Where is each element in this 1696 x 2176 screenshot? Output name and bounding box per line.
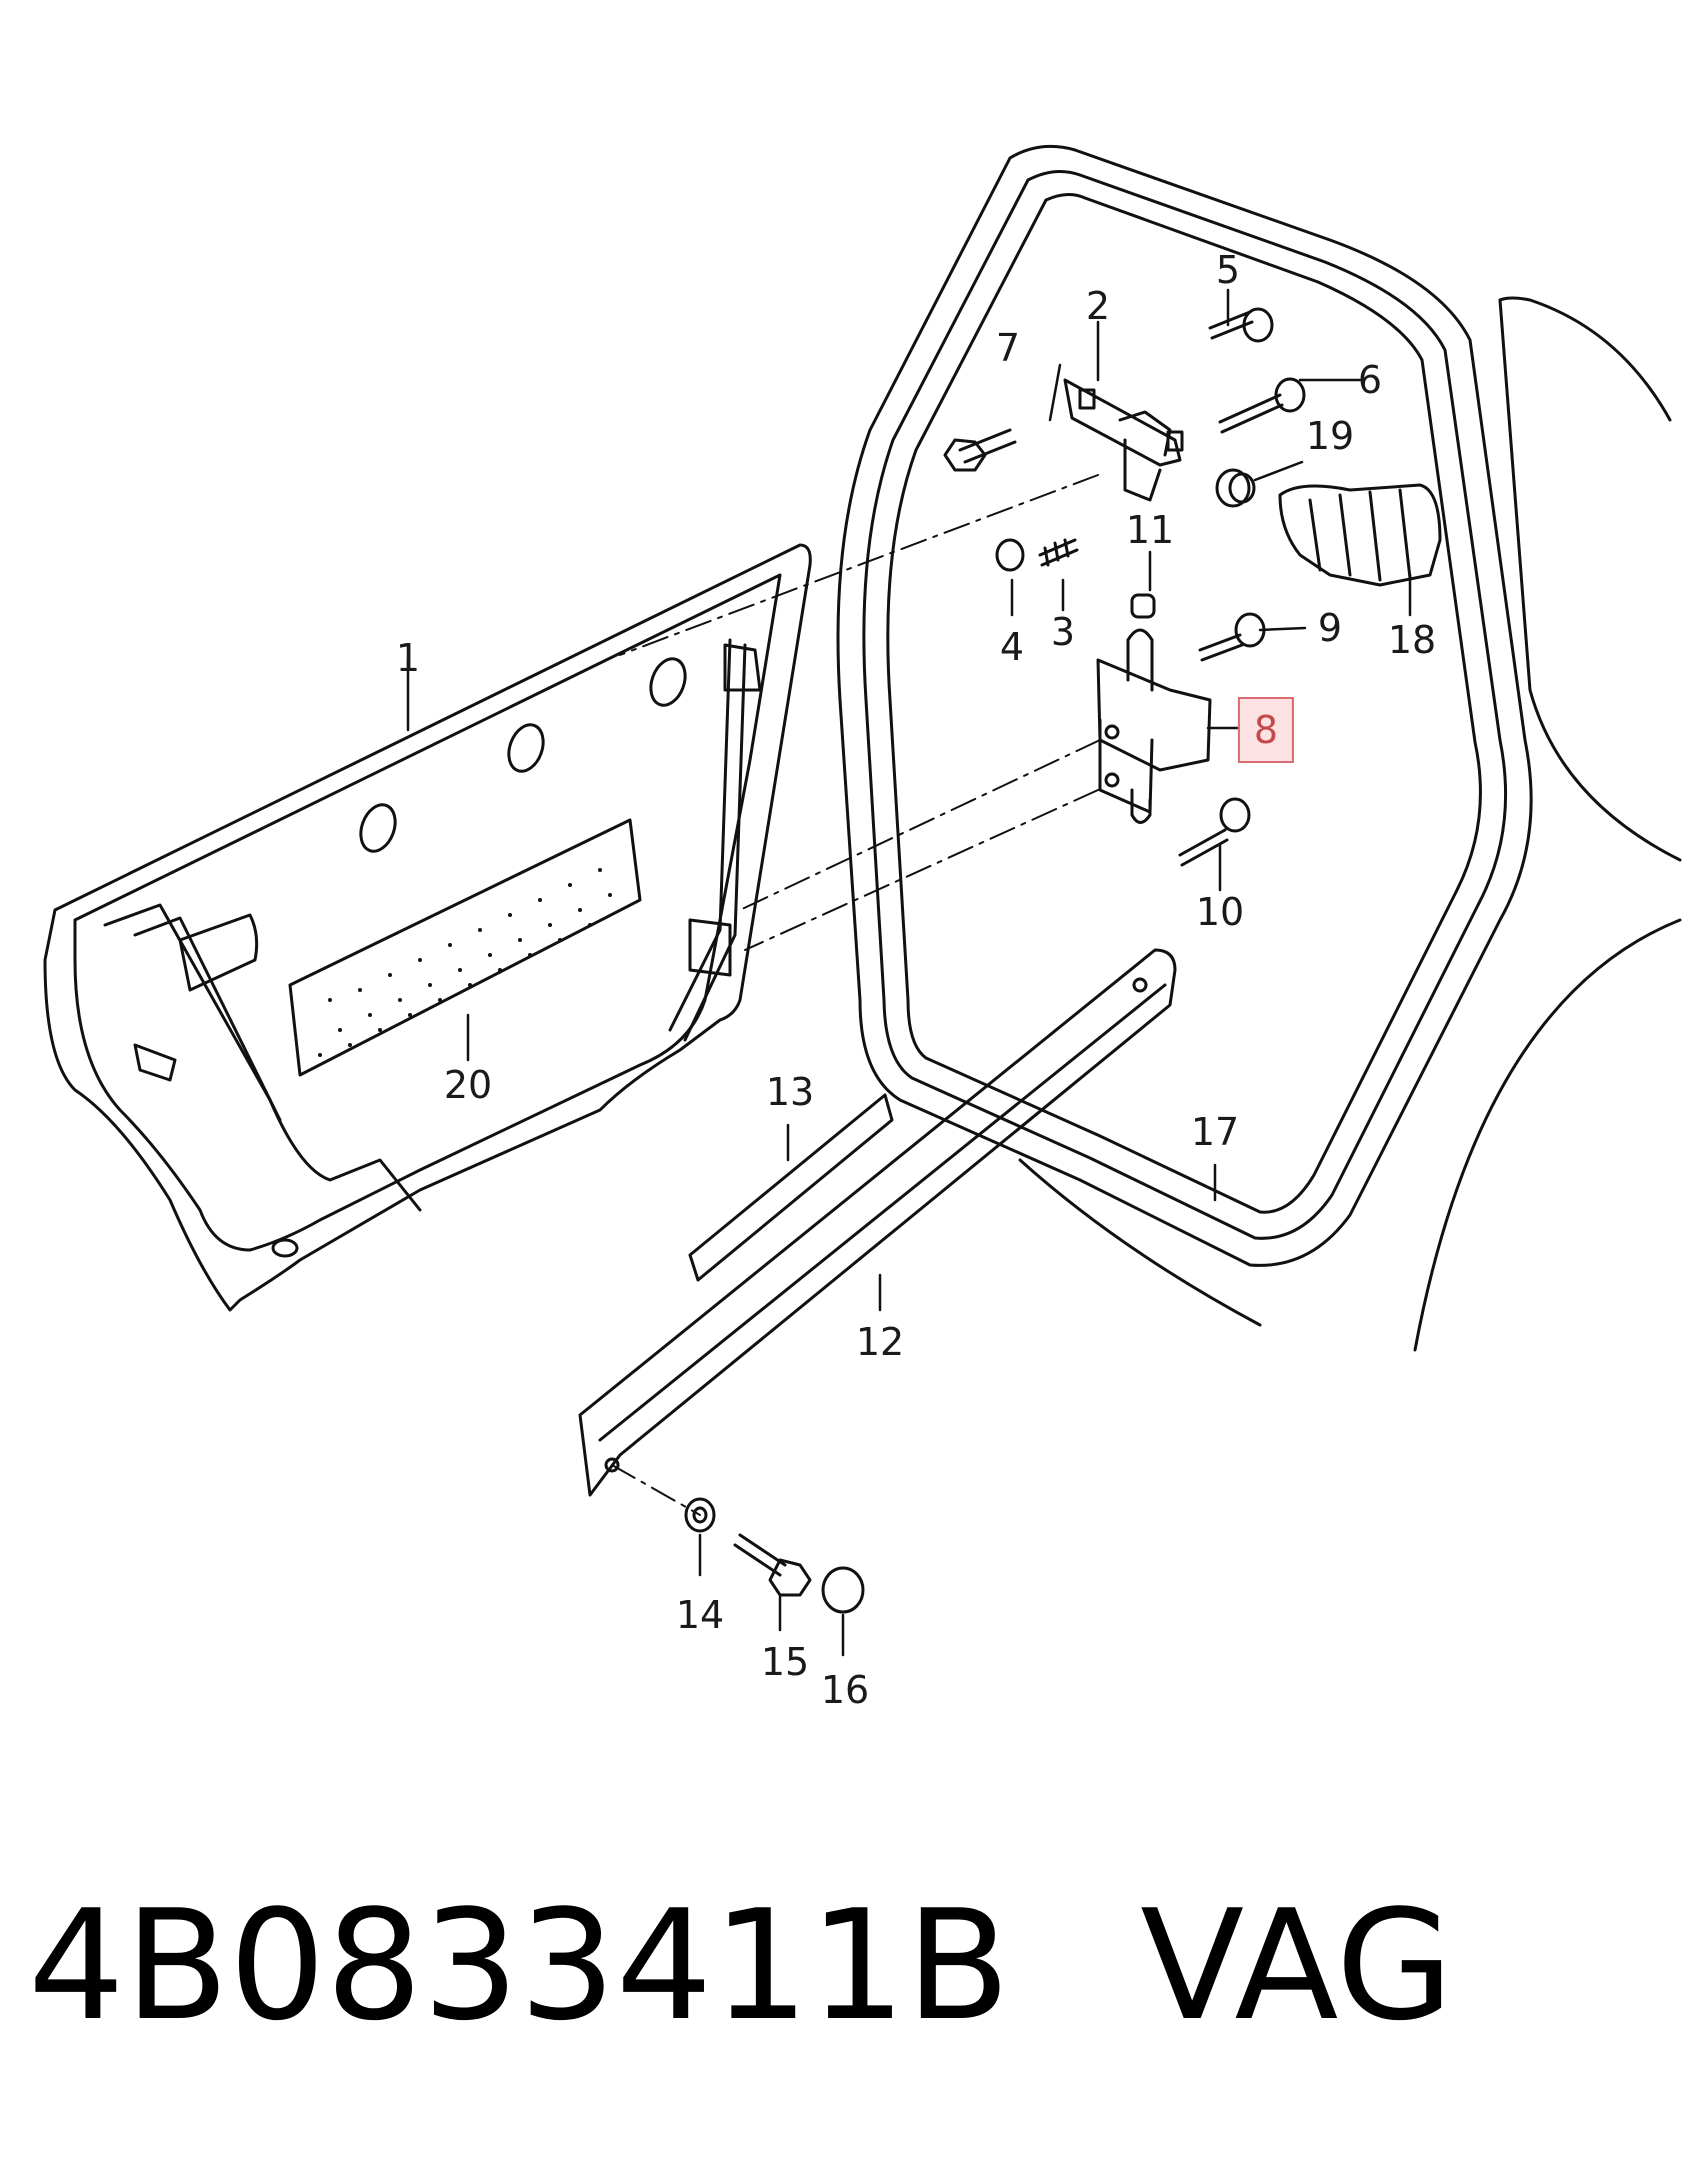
bolt-9 <box>1198 612 1266 662</box>
cap-4 <box>995 538 1025 572</box>
callout-13: 13 <box>765 1070 815 1114</box>
callout-4: 4 <box>999 625 1025 669</box>
callout-14: 14 <box>675 1593 725 1637</box>
upper-hinge <box>1063 378 1184 502</box>
callout-6: 6 <box>1357 358 1383 402</box>
callout-18: 18 <box>1387 618 1437 662</box>
sill-strip <box>578 948 1177 1497</box>
callout-10: 10 <box>1195 890 1245 934</box>
callout-16: 16 <box>820 1668 870 1712</box>
part-number: 4B0833411B <box>28 1877 1011 2054</box>
bolt-15 <box>733 1533 812 1597</box>
callout-8-highlighted: 8 <box>1237 697 1295 763</box>
sound-pad-dots <box>318 868 612 1057</box>
callout-20: 20 <box>443 1063 493 1107</box>
seal-strip <box>688 1093 894 1282</box>
callout-5: 5 <box>1215 248 1241 292</box>
bolt-7 <box>943 428 1017 472</box>
spring-3 <box>1038 538 1079 567</box>
callout-2: 2 <box>1085 284 1111 328</box>
callout-19: 19 <box>1305 414 1355 458</box>
cap-16 <box>821 1566 865 1614</box>
bolt-5 <box>1208 307 1274 343</box>
callout-15: 15 <box>760 1640 810 1684</box>
callout-3: 3 <box>1050 610 1076 654</box>
lower-hinge <box>1096 628 1212 824</box>
leader-lines <box>406 288 1412 1657</box>
bolt-10 <box>1178 797 1251 867</box>
callout-1: 1 <box>395 636 421 680</box>
body-panel <box>1018 296 1682 1352</box>
bolt-6 <box>1218 377 1306 434</box>
door-inner-panel <box>43 543 812 1312</box>
sound-pad <box>288 818 642 1077</box>
door-seal <box>836 144 1533 1267</box>
stop-11 <box>1130 593 1156 619</box>
vent-18 <box>1278 483 1442 587</box>
alignment-lines <box>611 474 1101 1516</box>
callout-17: 17 <box>1190 1110 1240 1154</box>
washer-14 <box>684 1497 716 1533</box>
brand-name: VAG <box>1140 1877 1454 2054</box>
callout-9: 9 <box>1317 606 1343 650</box>
callout-7: 7 <box>995 326 1021 370</box>
callout-12: 12 <box>855 1320 905 1364</box>
grommet-19 <box>1215 468 1256 508</box>
parts-diagram <box>43 144 1682 1657</box>
callout-11: 11 <box>1125 508 1175 552</box>
